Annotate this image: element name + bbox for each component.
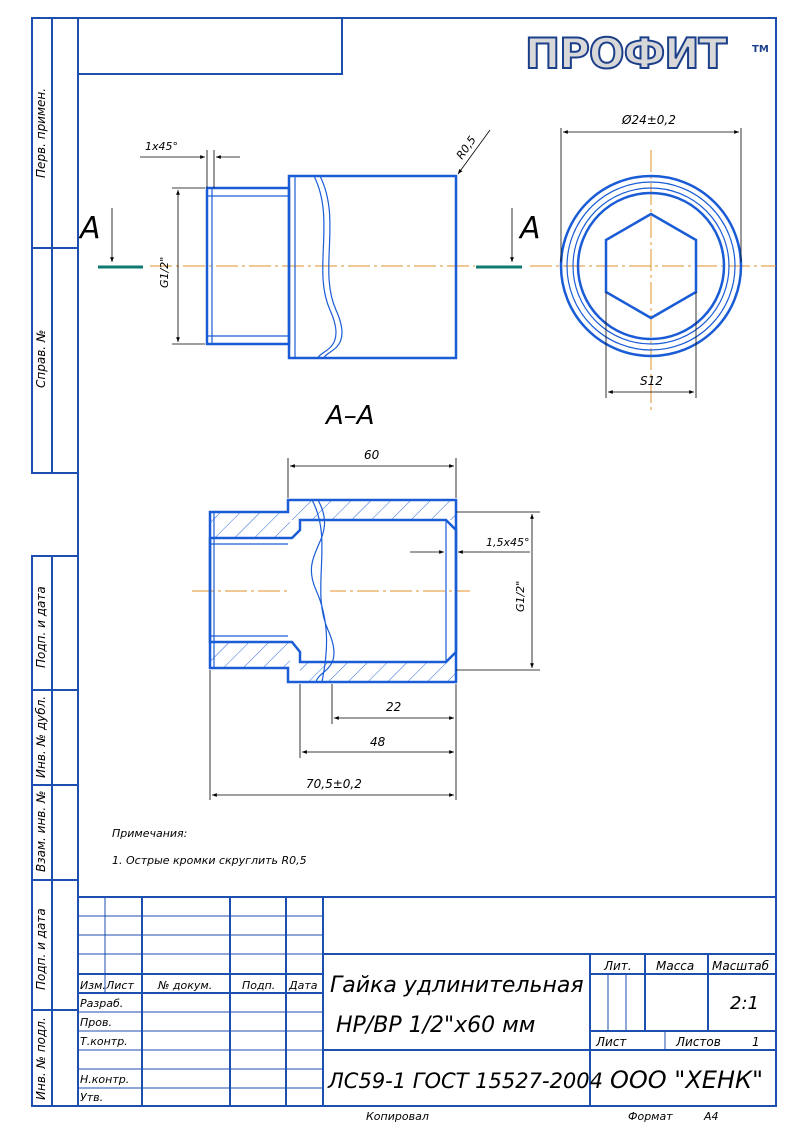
dim-thread-section: G1/2" — [514, 581, 527, 612]
side-label-perv-primen: Перв. примен. — [34, 88, 48, 178]
tb-header-izm: Изм. — [80, 979, 106, 992]
notes-title: Примечания: — [112, 827, 187, 840]
tb-role-prov: Пров. — [80, 1016, 112, 1029]
logo-text: ПРОФИТ — [525, 29, 727, 78]
tb-header-list: Лист — [105, 979, 134, 992]
tb-header-doc: № докум. — [157, 979, 212, 992]
tb-header-podp: Подп. — [242, 979, 275, 992]
outer-frame — [31, 17, 777, 1107]
dim-chamfer-section: 1,5x45° — [486, 536, 530, 549]
dim-hex: S12 — [640, 374, 663, 388]
end-view: Ø24±0,2 S12 — [530, 113, 776, 410]
tb-header-data: Дата — [288, 979, 318, 992]
section-letter-left: А — [78, 211, 101, 246]
notes: Примечания: 1. Острые кромки скруглить R… — [112, 827, 307, 867]
section-title: А–А — [324, 401, 375, 431]
tb-sheets-value: 1 — [752, 1035, 760, 1049]
side-label-inv-podl: Инв. № подл. — [34, 1017, 48, 1100]
side-label-podp-data-1: Подп. и дата — [34, 586, 48, 668]
tb-masshtab: Масштаб — [712, 959, 770, 973]
tb-sheet: Лист — [595, 1035, 627, 1049]
dim-thread-side: G1/2" — [158, 257, 171, 288]
dim-total-length: 70,5±0,2 — [306, 777, 362, 791]
side-view: А А 1x45° R0,5 G1/2" — [78, 129, 541, 360]
tb-name-line2: НР/ВР 1/2"х60 мм — [336, 1013, 535, 1038]
dim-length-60: 60 — [364, 448, 380, 462]
side-label-inv-dubl: Инв. № дубл. — [34, 696, 48, 778]
dim-chamfer-top: 1x45° — [145, 140, 178, 153]
footer-copied: Копировал — [366, 1110, 429, 1123]
tb-role-utv: Утв. — [80, 1091, 103, 1104]
side-label-sprav-no: Справ. № — [34, 330, 48, 388]
side-label-vzam-inv: Взам. инв. № — [34, 791, 48, 872]
section-view: 60 1,5x45° G1/2" 22 48 70,5±0,2 — [192, 448, 540, 800]
logo-tm: TM — [752, 44, 769, 55]
tb-company: ООО "ХЕНК" — [610, 1066, 763, 1094]
side-label-podp-data-2: Подп. и дата — [34, 908, 48, 990]
footer: Копировал Формат А4 — [366, 1110, 719, 1123]
tb-sheets: Листов — [675, 1035, 721, 1049]
dim-radius: R0,5 — [454, 134, 479, 162]
dim-depth-48: 48 — [370, 735, 386, 749]
tb-massa: Масса — [656, 959, 694, 973]
tb-role-razrab: Разраб. — [80, 997, 123, 1010]
tb-lit: Лит. — [603, 959, 632, 973]
dim-depth-22: 22 — [386, 700, 401, 714]
tb-role-nkontr: Н.контр. — [80, 1073, 129, 1086]
tb-material: ЛС59-1 ГОСТ 15527-2004 — [327, 1069, 603, 1093]
dim-diameter: Ø24±0,2 — [621, 113, 676, 127]
tb-scale-value: 2:1 — [730, 993, 759, 1014]
tb-role-tkontr: Т.контр. — [80, 1035, 128, 1048]
footer-format: Формат — [628, 1110, 673, 1123]
notes-item-1: 1. Острые кромки скруглить R0,5 — [112, 854, 307, 867]
tb-name-line1: Гайка удлинительная — [330, 973, 584, 998]
footer-format-value: А4 — [703, 1110, 719, 1123]
title-block: Изм. Лист № докум. Подп. Дата Разраб. Пр… — [78, 896, 776, 1106]
section-letter-right: А — [518, 211, 541, 246]
brand-logo: ПРОФИТ TM — [524, 28, 769, 79]
side-labels: Перв. примен. Справ. № Подп. и дата Инв.… — [34, 88, 48, 1100]
